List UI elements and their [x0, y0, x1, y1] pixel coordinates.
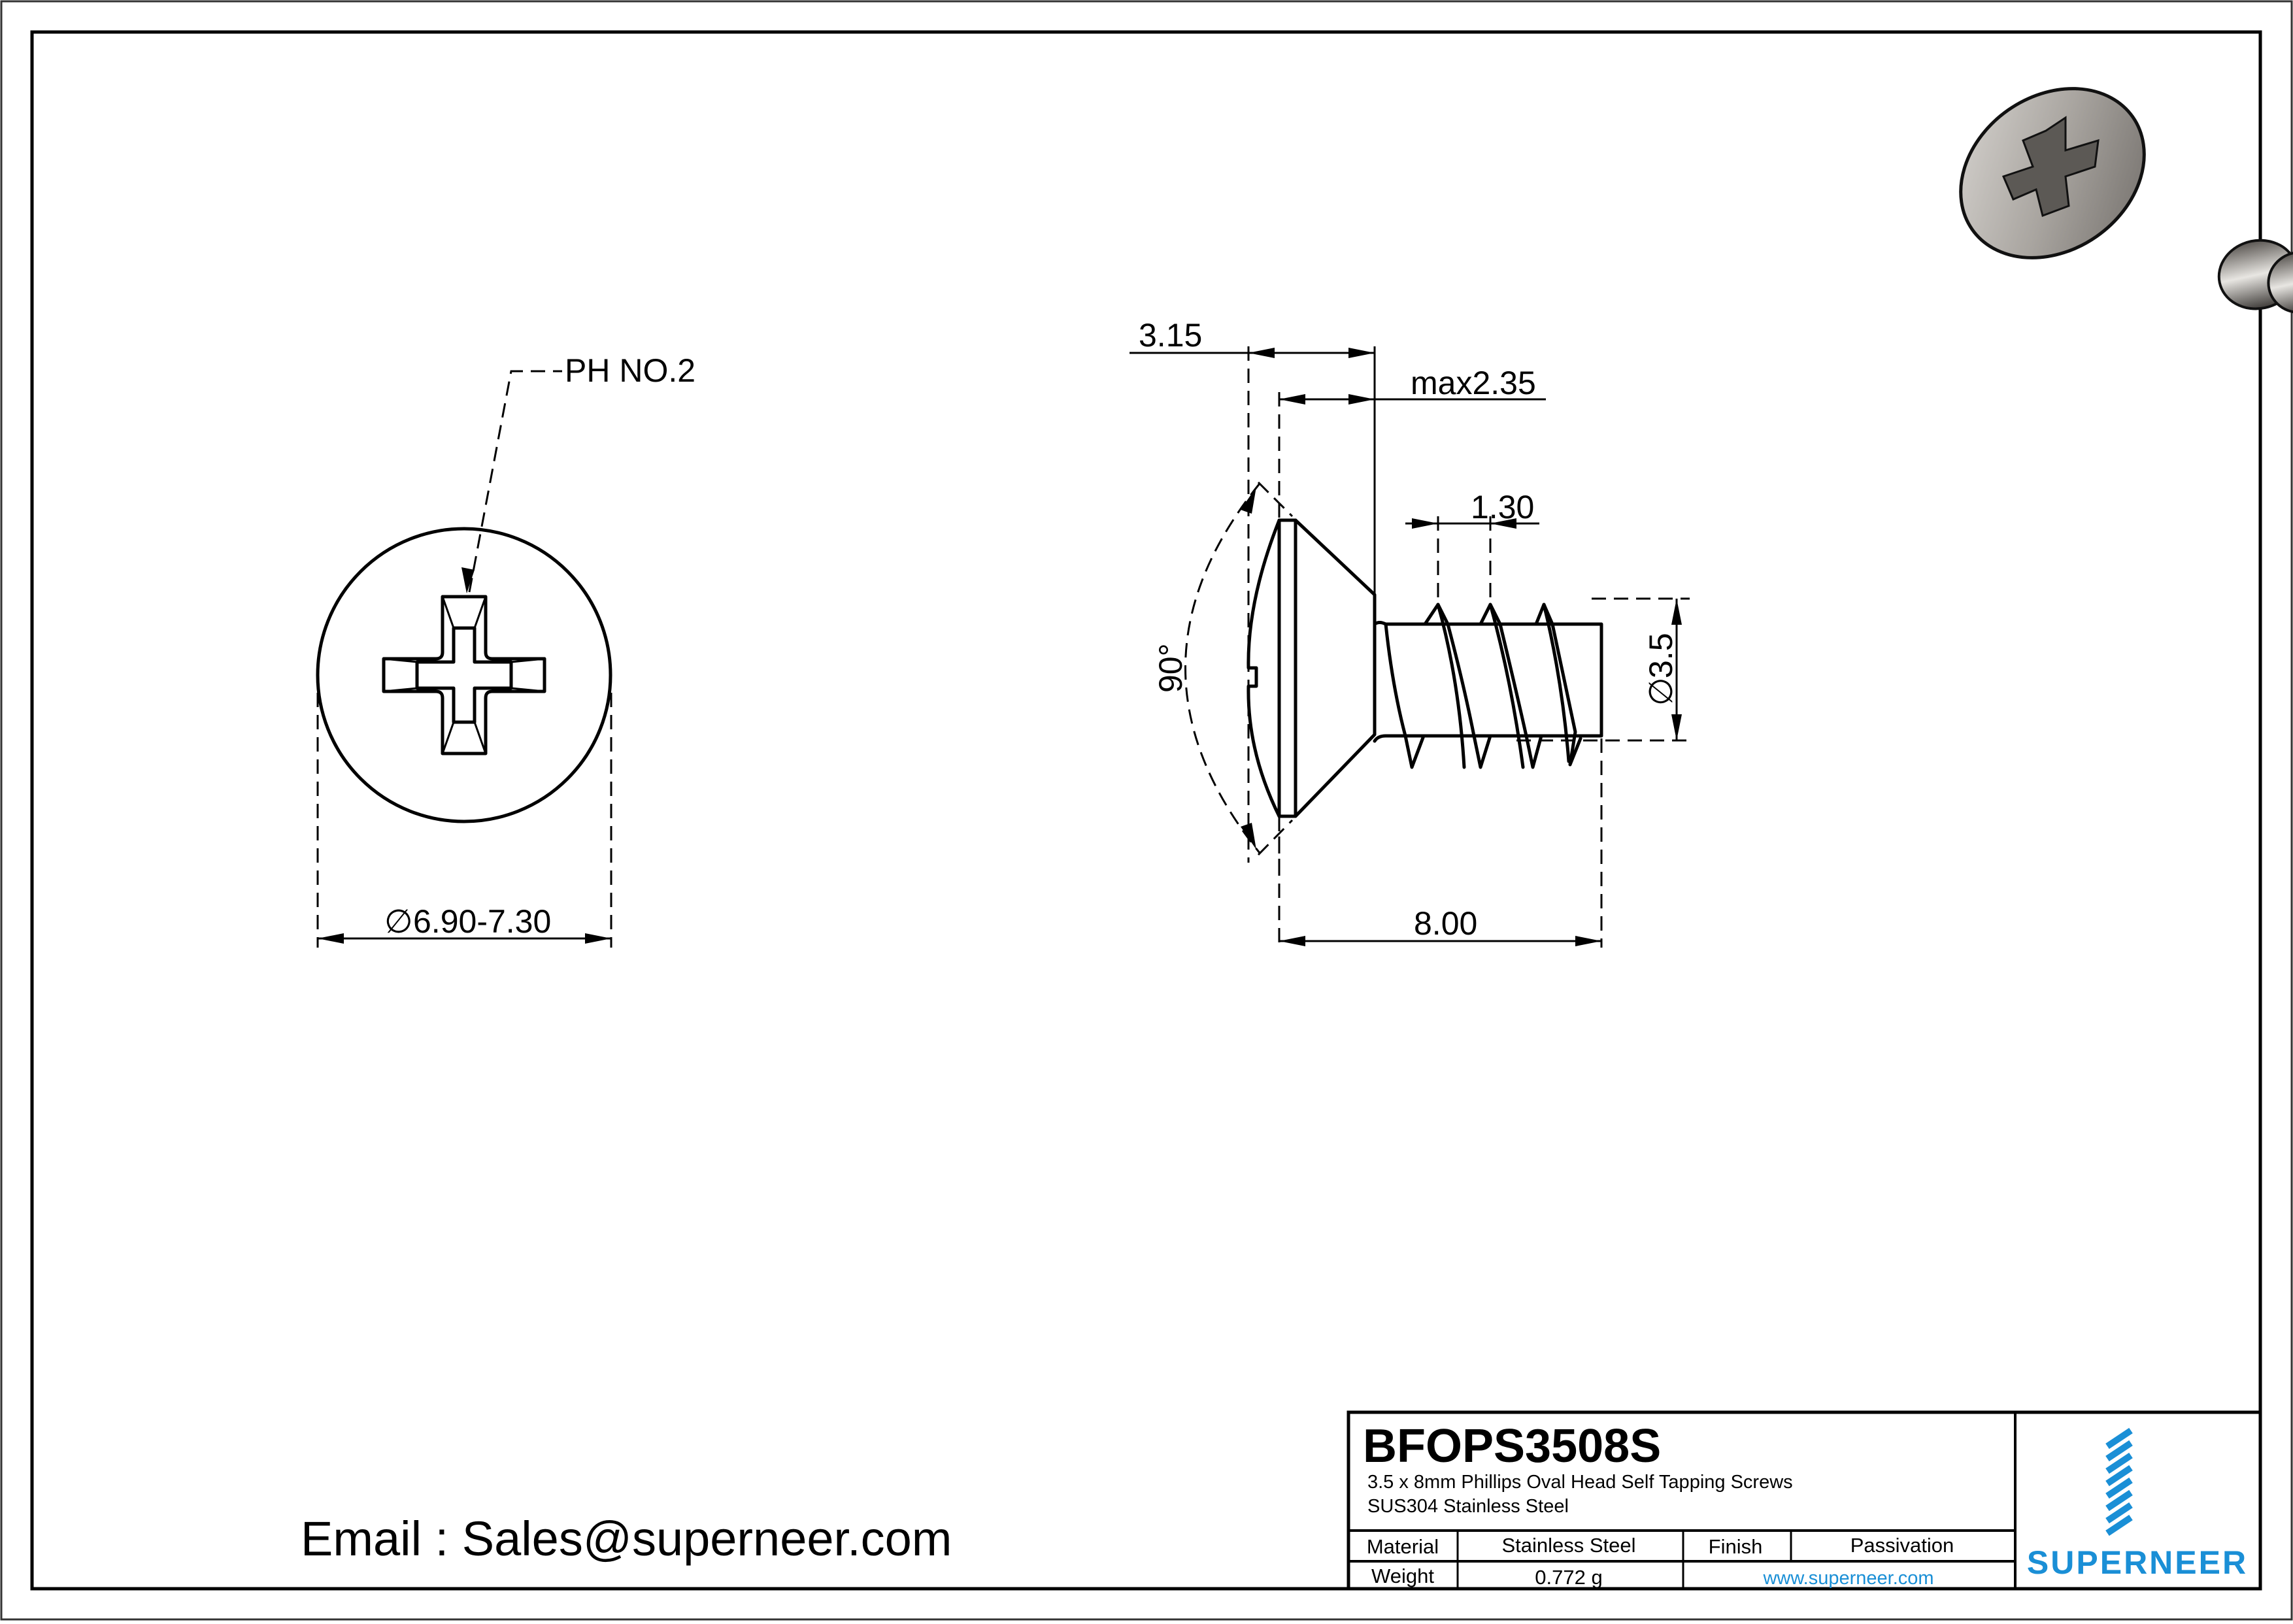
- logo-wordmark: SUPERNEER: [2027, 1544, 2248, 1581]
- drive-leader-line: [468, 370, 562, 593]
- part-material-grade: SUS304 Stainless Steel: [1367, 1496, 1569, 1517]
- head-diameter-value: 6.90-7.30: [413, 903, 551, 940]
- part-description: 3.5 x 8mm Phillips Oval Head Self Tappin…: [1367, 1472, 1793, 1493]
- angle-extension-lines: [1257, 481, 1294, 856]
- arrowhead-icon: [1241, 823, 1256, 850]
- arrowhead-icon: [1279, 936, 1305, 946]
- length-value: 8.00: [1414, 905, 1477, 942]
- weight-value: 0.772 g: [1535, 1566, 1602, 1589]
- arrowhead-icon: [1671, 714, 1682, 740]
- phillips-recess-icon: [382, 595, 546, 755]
- title-block: BFOPS3508S 3.5 x 8mm Phillips Oval Head …: [1347, 1410, 2262, 1591]
- side-view: 3.15 max2.35 1.30 ∅ 3.5 8.00: [1130, 317, 1690, 948]
- arrowhead-icon: [1490, 518, 1516, 529]
- arrowhead-icon: [1348, 348, 1375, 358]
- drawing-frame: [30, 30, 2262, 1591]
- contact-email: Email : Sales@superneer.com: [301, 1512, 952, 1566]
- material-label: Material: [1367, 1535, 1439, 1558]
- part-number: BFOPS3508S: [1363, 1420, 1661, 1472]
- head-dome-profile: [1247, 518, 1281, 818]
- superneer-logo-icon: [2105, 1427, 2133, 1536]
- thread-diameter-value: 3.5: [1643, 633, 1679, 678]
- countersink-depth-value: max2.35: [1411, 365, 1536, 401]
- arrowhead-icon: [1279, 394, 1305, 405]
- arrowhead-icon: [1671, 599, 1682, 625]
- arrowhead-icon: [1248, 348, 1275, 358]
- arrowhead-icon: [1348, 394, 1375, 405]
- head-rim: [1277, 518, 1297, 818]
- screw-3d-render-icon: [1959, 87, 2293, 314]
- arrowhead-icon: [1575, 936, 1601, 946]
- arrowhead-icon: [1241, 487, 1256, 514]
- thread-profile: [1384, 603, 1582, 769]
- head-height-value: 3.15: [1139, 317, 1202, 354]
- finish-label: Finish: [1709, 1535, 1763, 1558]
- diameter-symbol: ∅: [384, 903, 413, 940]
- material-value: Stainless Steel: [1501, 1534, 1635, 1557]
- drive-callout: PH NO.2: [565, 352, 695, 389]
- weight-label: Weight: [1371, 1565, 1434, 1587]
- website-link[interactable]: www.superneer.com: [1762, 1568, 1933, 1589]
- diameter-symbol: ∅: [1643, 677, 1679, 706]
- angle-arc: [1184, 483, 1261, 853]
- thread-pitch-value: 1.30: [1471, 489, 1534, 525]
- arrowhead-icon: [585, 933, 611, 944]
- head-countersink: [1294, 518, 1377, 818]
- arrowhead-icon: [1412, 518, 1438, 529]
- head-angle-value: 90°: [1152, 643, 1189, 693]
- leader-arrow-icon: [461, 567, 475, 593]
- finish-value: Passivation: [1850, 1534, 1954, 1557]
- shank-outline: [1373, 621, 1603, 743]
- arrowhead-icon: [318, 933, 344, 944]
- head-outline: [316, 527, 612, 823]
- top-view: PH NO.2 ∅ 6.90-7.30: [316, 352, 695, 948]
